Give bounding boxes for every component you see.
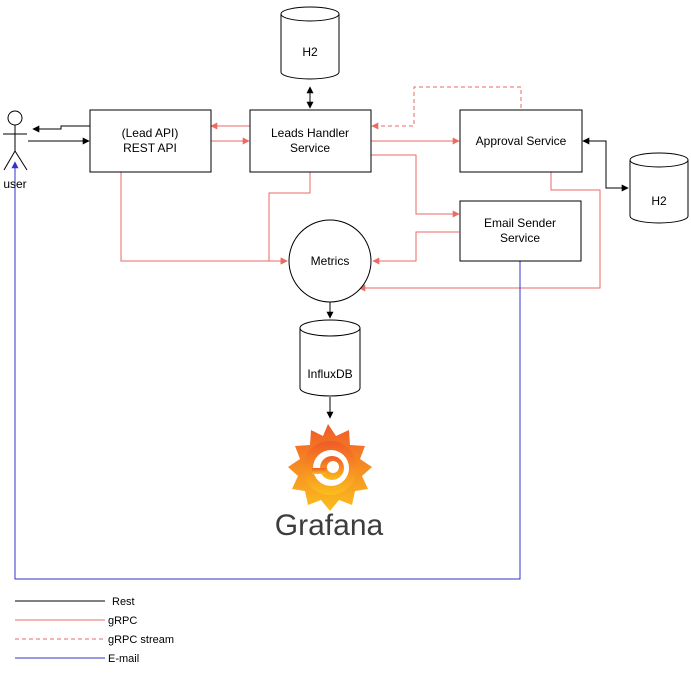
influxdb-label: InfluxDB: [307, 367, 352, 381]
approval-service-box: Approval Service: [459, 109, 583, 173]
legend-item-email: E-mail: [15, 653, 139, 665]
legend: Rest gRPC gRPC stream E-mail: [15, 596, 174, 665]
edge-email-to-metrics: [372, 231, 459, 265]
legend-item-rest: Rest: [15, 596, 135, 608]
edge-leads-to-email: [371, 154, 460, 218]
rest-api-box: (Lead API) REST API: [89, 109, 212, 173]
h2-right-database: H2: [629, 152, 689, 224]
grafana-wordmark: Grafana: [275, 509, 384, 542]
edge-approval-stream-to-leads: [371, 86, 522, 130]
metrics-label: Metrics: [311, 254, 350, 268]
rest-api-label-line1: (Lead API): [122, 126, 179, 140]
email-sender-box: Email Sender Service: [459, 200, 582, 262]
metrics-node: Metrics: [288, 219, 372, 303]
legend-item-grpc-stream: gRPC stream: [15, 634, 174, 646]
h2-top-label: H2: [302, 45, 318, 59]
influxdb-database: InfluxDB: [299, 319, 361, 397]
h2-top-database: H2: [280, 6, 340, 80]
user-label: user: [3, 177, 26, 191]
user-actor: user: [3, 110, 28, 191]
grafana-logo: Grafana: [275, 424, 384, 542]
email-connectors: [11, 161, 521, 580]
edge-restapi-to-metrics: [120, 172, 288, 265]
edge-restapi-to-user: [32, 125, 90, 133]
h2-right-label: H2: [651, 194, 667, 208]
leads-handler-label-line1: Leads Handler: [271, 126, 349, 140]
rest-api-label-line2: REST API: [123, 141, 177, 155]
grpc-stream-connectors: [371, 86, 522, 130]
rest-connectors: [28, 86, 629, 419]
email-sender-label-line2: Service: [500, 231, 540, 245]
legend-label-email: E-mail: [108, 653, 139, 665]
approval-service-label: Approval Service: [476, 134, 567, 148]
edge-leads-to-metrics: [268, 172, 311, 265]
edge-email-to-user: [11, 161, 521, 580]
leads-handler-label-line2: Service: [290, 141, 330, 155]
edge-approval-h2right: [582, 137, 629, 192]
legend-label-rest: Rest: [112, 596, 135, 608]
legend-label-grpc: gRPC: [108, 615, 137, 627]
email-sender-label-line1: Email Sender: [484, 216, 556, 230]
user-head-icon: [7, 110, 23, 126]
grafana-flame-icon: [288, 424, 372, 511]
leads-handler-box: Leads Handler Service: [249, 109, 372, 173]
legend-item-grpc: gRPC: [15, 615, 137, 627]
legend-label-grpc-stream: gRPC stream: [108, 634, 174, 646]
